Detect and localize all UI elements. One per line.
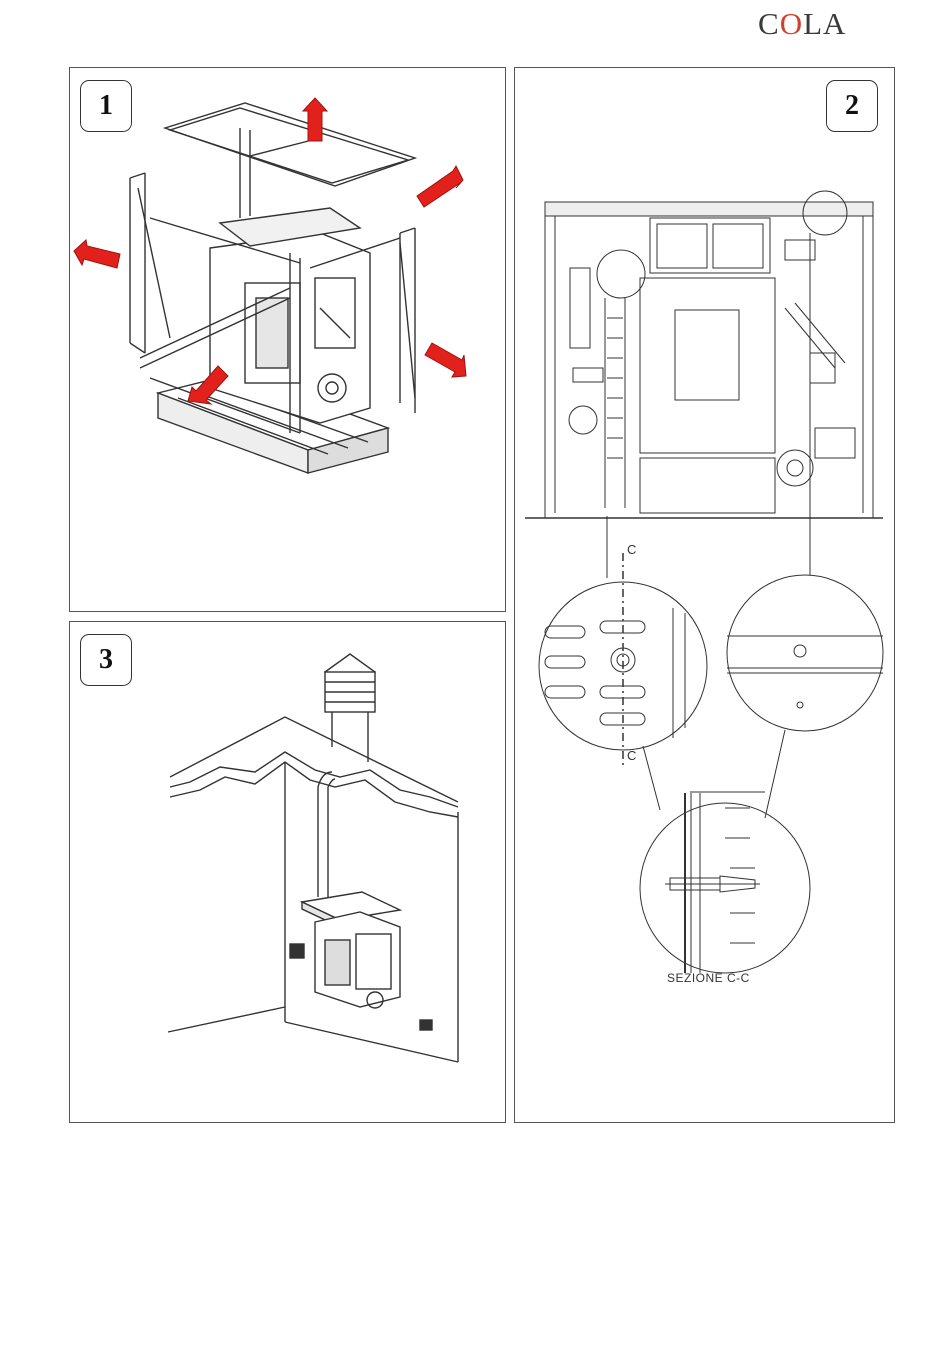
arrow-left: [74, 240, 120, 268]
section-mark-top: C: [627, 542, 636, 557]
room-illustration: [70, 622, 507, 1124]
logo-text-c: C: [758, 6, 780, 41]
unpacking-illustration: [70, 68, 507, 613]
panel-unpacking: 1: [69, 67, 506, 612]
panel-room-placement: 3: [69, 621, 506, 1123]
panel-installation-detail: 2: [514, 67, 895, 1123]
arrow-up: [303, 98, 327, 141]
arrow-lower-right: [425, 343, 466, 377]
logo-text-o: O: [780, 6, 803, 41]
technical-drawing: [515, 68, 896, 1124]
arrow-upper-right: [417, 166, 463, 207]
logo-text-la: LA: [803, 6, 846, 41]
section-mark-bottom: C: [627, 748, 636, 763]
section-label: SEZIONE C-C: [667, 971, 750, 985]
brand-logo: COLA: [758, 6, 854, 42]
